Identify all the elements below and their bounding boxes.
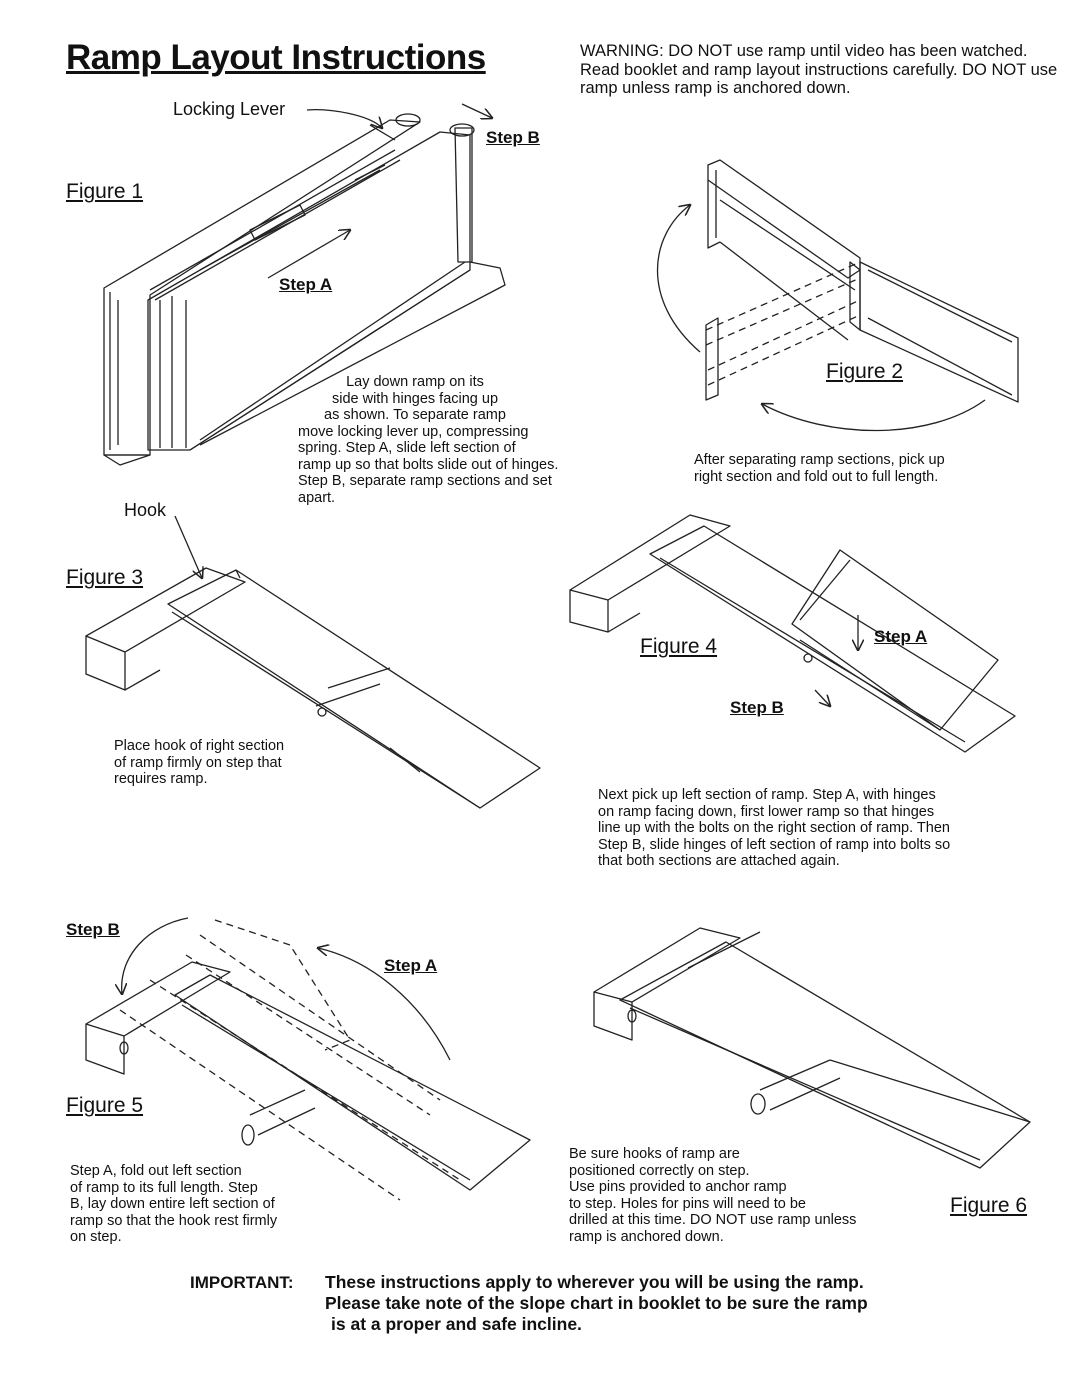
- figure1-ramp-drawing: [104, 104, 505, 465]
- figure2-label: Figure 2: [826, 360, 904, 383]
- figure1-step-a-label: Step A: [279, 275, 333, 294]
- figure1-label: Figure 1: [66, 180, 144, 203]
- figure1-step-b-label: Step B: [486, 128, 540, 147]
- figure5-label: Figure 5: [66, 1094, 144, 1117]
- figure6-label: Figure 6: [950, 1194, 1028, 1217]
- figure3-ramp-drawing: [86, 516, 540, 808]
- figure3-caption: Place hook of right section of ramp firm…: [114, 738, 285, 787]
- figure5-ramp-drawing: [86, 918, 530, 1200]
- figure4-label: Figure 4: [640, 635, 718, 658]
- figure3-label: Figure 3: [66, 566, 144, 589]
- figure3-hook-label: Hook: [124, 500, 167, 520]
- important-note: These instructions apply to wherever you…: [325, 1272, 868, 1334]
- figure5-step-a-label: Step A: [384, 956, 438, 975]
- figure4-caption: Next pick up left section of ramp. Step …: [598, 787, 951, 869]
- figure6-ramp-drawing: [594, 928, 1030, 1168]
- warning-text: WARNING: DO NOT use ramp until video has…: [580, 42, 1058, 97]
- figure4-ramp-drawing: [570, 515, 1015, 752]
- figure5-step-b-label: Step B: [66, 920, 120, 939]
- figure1-caption: Lay down ramp on its side with hinges fa…: [298, 374, 559, 506]
- important-label: IMPORTANT:: [190, 1273, 294, 1292]
- figure4-step-a-label: Step A: [874, 627, 928, 646]
- figure4-step-b-label: Step B: [730, 698, 784, 717]
- figure5-caption: Step A, fold out left section of ramp to…: [70, 1163, 278, 1245]
- figure6-caption: Be sure hooks of ramp are positioned cor…: [569, 1146, 857, 1245]
- figure2-ramp-drawing: [658, 160, 1019, 431]
- figure2-caption: After separating ramp sections, pick up …: [694, 452, 945, 485]
- figure1-locking-lever-label: Locking Lever: [173, 99, 286, 119]
- page-title: Ramp Layout Instructions: [66, 38, 486, 77]
